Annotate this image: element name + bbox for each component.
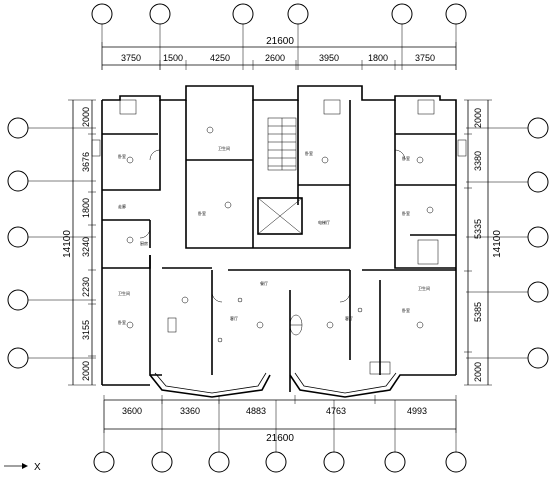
room-label: 卧室 [402,307,410,313]
dim-total-top: 21600 [266,36,294,47]
room-label: 卫生间 [418,285,430,291]
dim-left: 1800 [81,198,91,218]
dim-top: 3950 [319,53,339,63]
dim-right: 5385 [473,302,483,322]
dim-left: 3676 [81,152,91,172]
dimension-top: 21600 3750 1500 4250 2600 3950 1800 3750 [101,36,457,70]
dim-left: 2000 [81,361,91,381]
axis-bubbles-top [91,3,467,25]
dim-top: 1800 [368,53,388,63]
room-label: 卧室 [402,210,410,216]
room-label: 卧室 [402,155,410,161]
axis-bubble [7,170,29,192]
axis-bubble [391,3,413,25]
dim-bottom: 4883 [246,406,266,416]
dim-total-bottom: 21600 [266,433,294,444]
axis-leaders [28,24,528,452]
dim-bottom: 4763 [326,406,346,416]
room-label: 厨房 [140,240,148,246]
room-label: 卫生间 [218,145,230,151]
axis-bubble [7,347,29,369]
dim-total-right: 14100 [492,230,503,258]
axis-indicator: X [4,462,41,473]
dimension-left: 14100 2000 3676 1800 3240 2230 3155 2000 [62,99,96,386]
dim-right: 3380 [473,151,483,171]
floor-plan-walls [91,85,467,398]
dim-right: 2000 [473,362,483,382]
room-label: 电梯厅 [318,219,330,225]
axis-bubble [527,117,549,139]
room-label: 卫生间 [118,290,130,296]
dim-bottom: 3360 [180,406,200,416]
axis-bubble [7,226,29,248]
dim-top: 3750 [121,53,141,63]
axis-bubbles-bottom [93,451,467,473]
axis-bubble [151,451,173,473]
room-label: 卧室 [198,210,206,216]
dim-left: 3155 [81,320,91,340]
dimension-right: 2000 3380 5335 5385 2000 14100 [464,99,503,386]
axis-bubble [323,451,345,473]
axis-bubble [527,281,549,303]
dim-left: 2230 [81,277,91,297]
room-label: 卧室 [305,150,313,156]
axis-label: X [34,462,41,473]
room-labels: 卧室 卧室 卧室 卧室 卧室 卧室 卧室 客厅 客厅 卫生间 卫生间 卫生间 走… [118,145,430,325]
stair [267,117,297,171]
axis-bubble [208,451,230,473]
room-label: 卧室 [118,153,126,159]
axis-bubble [445,451,467,473]
dim-left: 2000 [81,107,91,127]
dimension-bottom: 3600 3360 4883 4763 4993 21600 [103,395,457,444]
axis-bubble [527,347,549,369]
axis-bubble [527,171,549,193]
axis-bubble [527,226,549,248]
dim-top: 3750 [415,53,435,63]
axis-bubbles-right [527,117,549,369]
fixture-symbols [126,126,434,343]
dim-top: 1500 [163,53,183,63]
room-label: 客厅 [230,315,238,321]
dim-bottom: 3600 [122,406,142,416]
room-label: 卧室 [118,319,126,325]
axis-bubble [149,3,171,25]
dim-top: 4250 [210,53,230,63]
axis-bubble [287,3,309,25]
dim-bottom: 4993 [407,406,427,416]
dim-right: 2000 [473,108,483,128]
dim-top: 2600 [265,53,285,63]
axis-bubble [384,451,406,473]
room-label: 客厅 [345,315,353,321]
room-label: 走廊 [118,203,126,209]
axis-bubble [232,3,254,25]
dim-total-left: 14100 [62,230,73,258]
room-label: 餐厅 [260,280,268,286]
axis-bubble [91,3,113,25]
axis-bubble [93,451,115,473]
dim-left: 3240 [81,237,91,257]
arrow-right-icon [22,463,28,469]
axis-bubble [7,117,29,139]
dim-right: 5335 [473,219,483,239]
axis-bubble [7,289,29,311]
axis-bubbles-left [7,117,29,369]
axis-bubble [265,451,287,473]
axis-bubble [445,3,467,25]
